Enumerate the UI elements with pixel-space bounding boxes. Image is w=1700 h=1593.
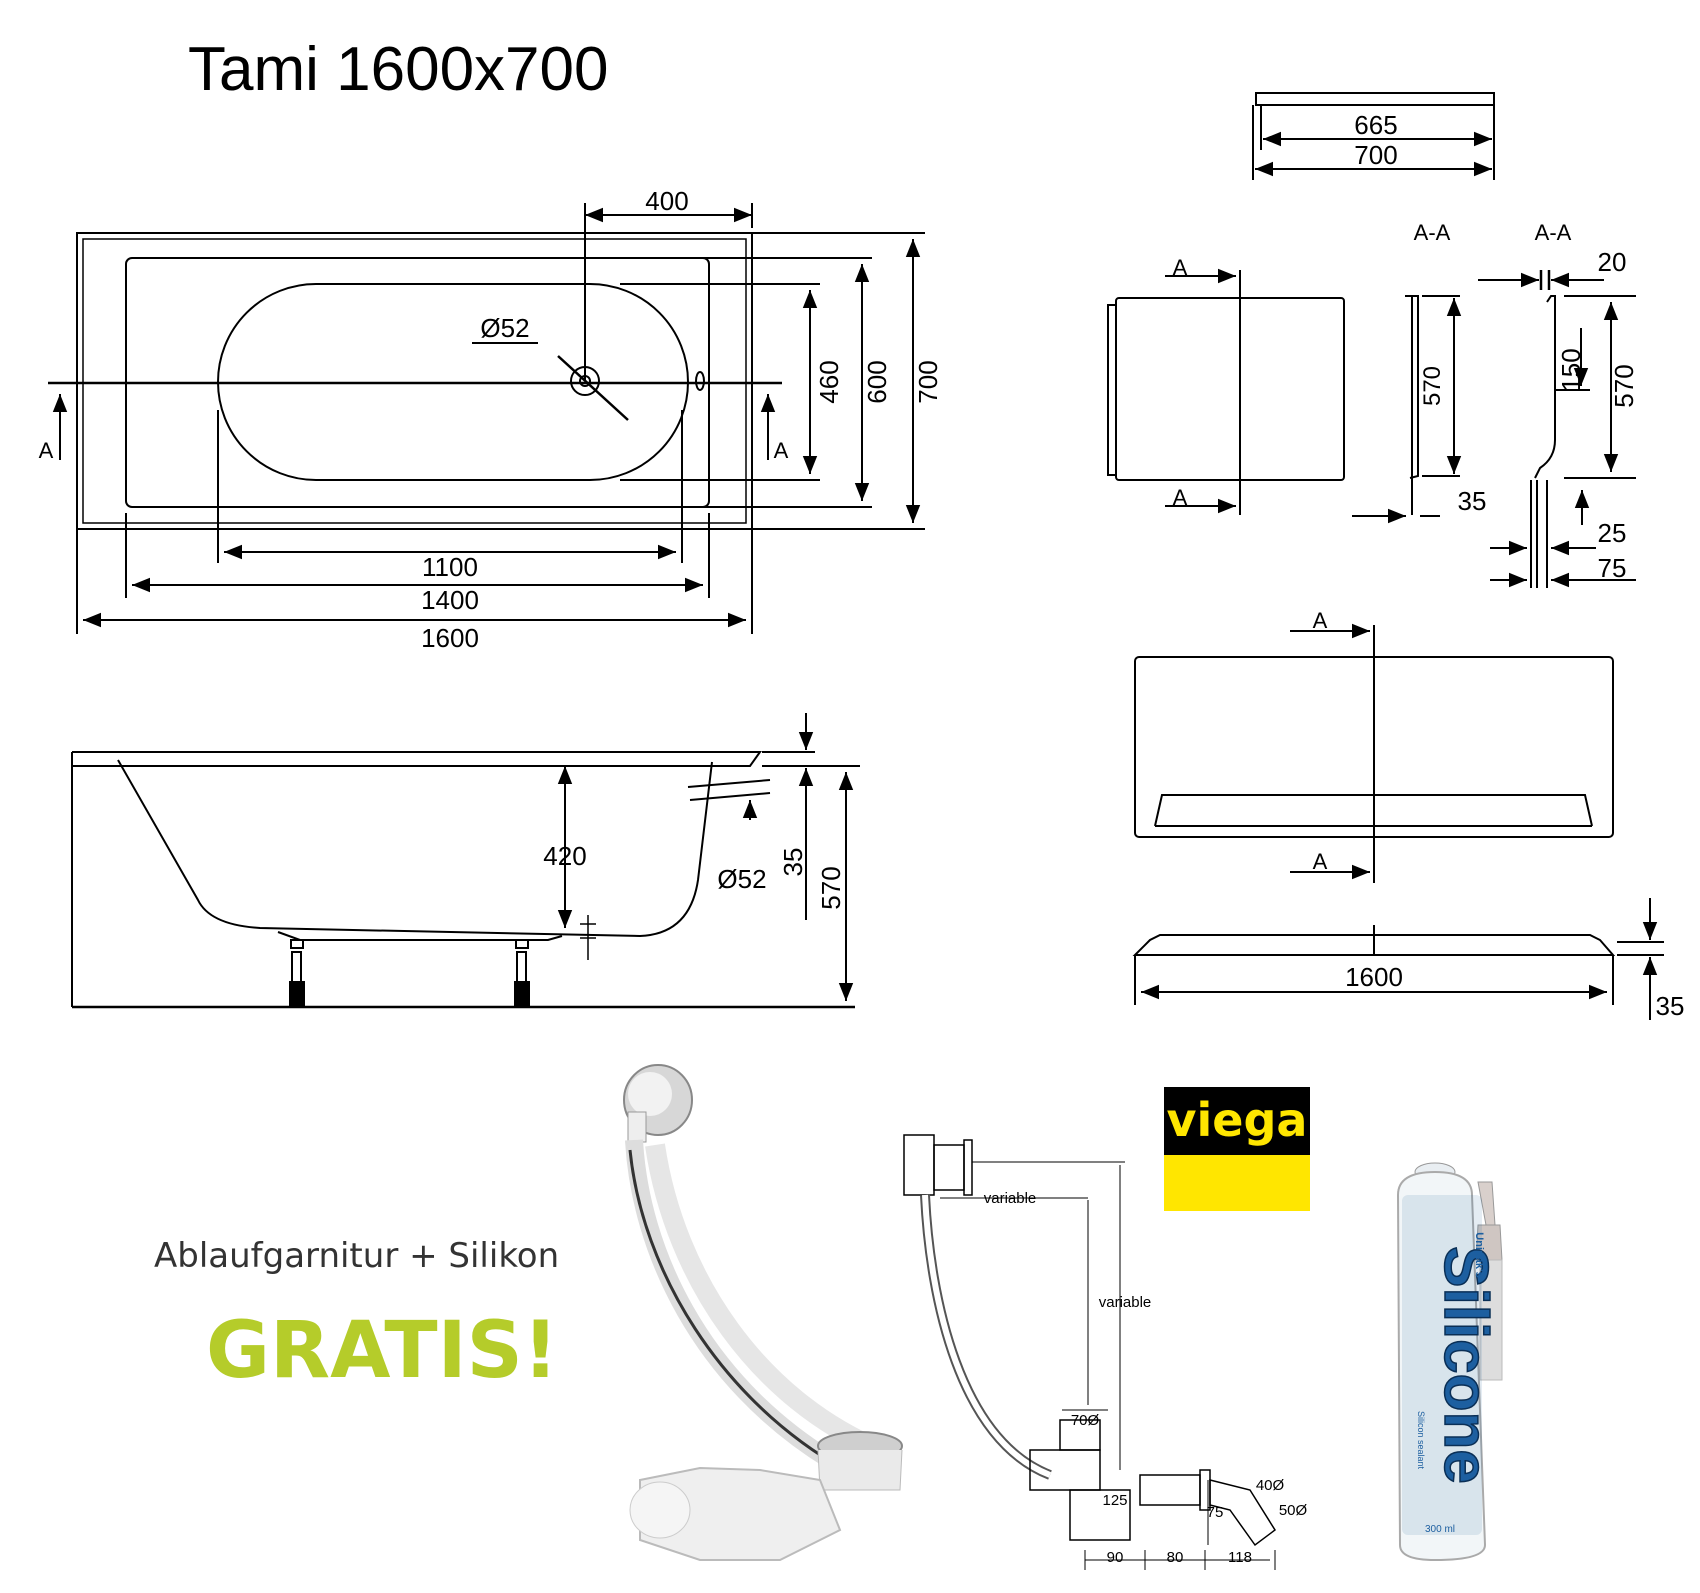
cartridge-brand: Unipak's	[1473, 1232, 1485, 1277]
panel-side-view-labels: A A A-A A-A 570 35 20 150 570 25 75	[1173, 220, 1639, 583]
dim-665: 665	[1354, 110, 1397, 140]
label-90: 90	[1107, 1549, 1124, 1566]
dim-400: 400	[645, 186, 688, 216]
drain-technical-drawing-labels: variable variable 70Ø 125 75 40Ø 50Ø 90 …	[984, 1190, 1308, 1566]
dim-1400: 1400	[421, 585, 479, 615]
dim-570-panel-a: 570	[1419, 366, 1446, 406]
dim-75: 75	[1598, 553, 1627, 583]
cartridge-subtitle: Silicon sealant	[1416, 1411, 1426, 1470]
label-125: 125	[1102, 1492, 1127, 1509]
label-variable-vertical: variable	[1099, 1294, 1152, 1311]
label-variable-horizontal: variable	[984, 1190, 1037, 1207]
label-75: 75	[1207, 1504, 1224, 1521]
dim-20: 20	[1598, 247, 1627, 277]
bathtub-top-view-labels: 400 Ø52 460 600 700 1100 1400 1600 A A	[39, 186, 943, 653]
drawing-title: Tami 1600x700	[188, 35, 609, 104]
dim-460: 460	[814, 360, 844, 403]
dim-overflow-diameter: Ø52	[717, 864, 766, 894]
dim-600: 600	[862, 360, 892, 403]
section-mark-front-top: A	[1313, 608, 1328, 633]
dim-1600-panel: 1600	[1345, 962, 1403, 992]
dim-1600: 1600	[421, 623, 479, 653]
panel-front-view	[1132, 623, 1664, 1020]
section-mark-front-bottom: A	[1313, 849, 1328, 874]
dim-25: 25	[1598, 518, 1627, 548]
dim-570-height: 570	[816, 866, 846, 909]
dim-drain-diameter: Ø52	[480, 313, 529, 343]
panel-front-view-labels: A A 1600 35	[1313, 608, 1685, 1021]
label-70-diameter: 70Ø	[1071, 1412, 1100, 1429]
panel-top-view-labels: 665 700	[1354, 110, 1397, 170]
dim-420: 420	[543, 841, 586, 871]
dim-1100: 1100	[422, 552, 478, 582]
silicone-cartridge: Silicone Unipak's Silicon sealant 300 ml	[1396, 1162, 1503, 1562]
dim-570-panel-b: 570	[1609, 364, 1639, 407]
tub-side-profile	[117, 759, 713, 938]
bathtub-side-view	[71, 713, 860, 1009]
section-mark-panel-bottom: A	[1173, 485, 1188, 510]
cartridge-volume: 300 ml	[1425, 1524, 1455, 1535]
panel-top-view	[1252, 92, 1495, 180]
viega-logo: viega	[1164, 1087, 1310, 1211]
bathtub-top-view	[48, 203, 925, 634]
drain-technical-drawing	[903, 1134, 1277, 1570]
section-label-1: A-A	[1414, 220, 1451, 245]
dim-35-panel: 35	[1458, 486, 1487, 516]
dim-150: 150	[1556, 348, 1586, 391]
viega-logo-text: viega	[1164, 1087, 1310, 1155]
drain-set-photo	[623, 1064, 903, 1561]
section-mark-panel-top: A	[1173, 255, 1188, 280]
dim-35-panel-front: 35	[1656, 991, 1685, 1021]
tub-outer-rim	[76, 232, 753, 530]
section-mark-right: A	[774, 438, 789, 463]
section-mark-left: A	[39, 438, 54, 463]
panel-side-view	[1107, 268, 1636, 588]
label-50-diameter: 50Ø	[1279, 1502, 1308, 1519]
bathtub-side-view-labels: 420 Ø52 35 570	[543, 841, 846, 910]
dim-700-panel: 700	[1354, 140, 1397, 170]
viega-logo-stripe	[1164, 1155, 1310, 1211]
label-40-diameter: 40Ø	[1256, 1477, 1285, 1494]
label-80: 80	[1167, 1549, 1184, 1566]
promo-gratis: GRATIS!	[206, 1306, 559, 1396]
dim-35-rim: 35	[778, 848, 808, 877]
section-label-2: A-A	[1535, 220, 1572, 245]
promo-text: Ablaufgarnitur + Silikon	[154, 1236, 560, 1276]
label-118: 118	[1228, 1549, 1252, 1566]
cartridge-product-name: Silicone	[1431, 1246, 1500, 1484]
dim-700: 700	[913, 360, 943, 403]
